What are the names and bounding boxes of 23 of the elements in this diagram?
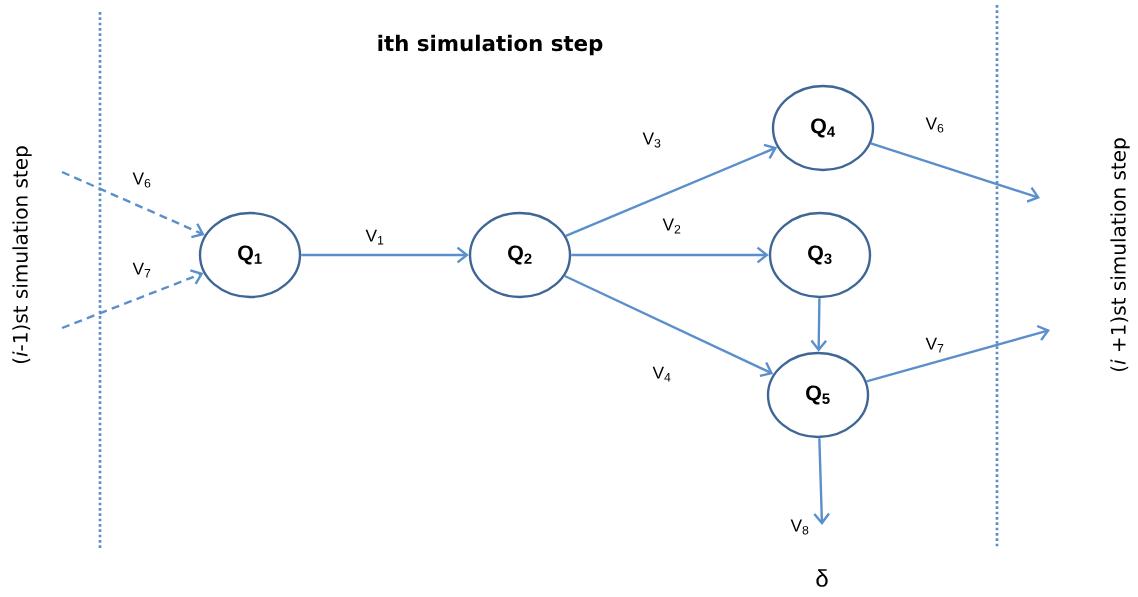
step-label: (i +1)st simulation step xyxy=(1110,138,1130,372)
edge-label: V$_{7}$ xyxy=(132,262,151,278)
edge-label: V$_{2}$ xyxy=(662,218,681,234)
arrow xyxy=(301,246,469,264)
symbol-label: δ xyxy=(816,569,828,587)
arrow xyxy=(61,269,204,330)
edge-label: V$_{6}$ xyxy=(132,172,151,188)
edge-label: V$_{4}$ xyxy=(652,366,671,382)
arrow xyxy=(866,324,1050,383)
arrow xyxy=(61,170,205,239)
edge-label: V$_{8}$ xyxy=(790,519,809,535)
arrow xyxy=(565,143,778,237)
edge-label: V$_{1}$ xyxy=(365,229,384,245)
edge-label: V$_{3}$ xyxy=(642,132,661,148)
title: ith simulation step xyxy=(378,34,603,56)
arrow xyxy=(813,438,830,525)
arrow xyxy=(810,298,828,352)
edge-label: V$_{6}$ xyxy=(925,117,944,133)
edge-label: V$_{7}$ xyxy=(925,337,944,353)
arrow xyxy=(870,142,1040,203)
arrow xyxy=(564,274,774,377)
arrow xyxy=(571,246,769,264)
step-label: (i-1)st simulation step xyxy=(12,146,32,364)
